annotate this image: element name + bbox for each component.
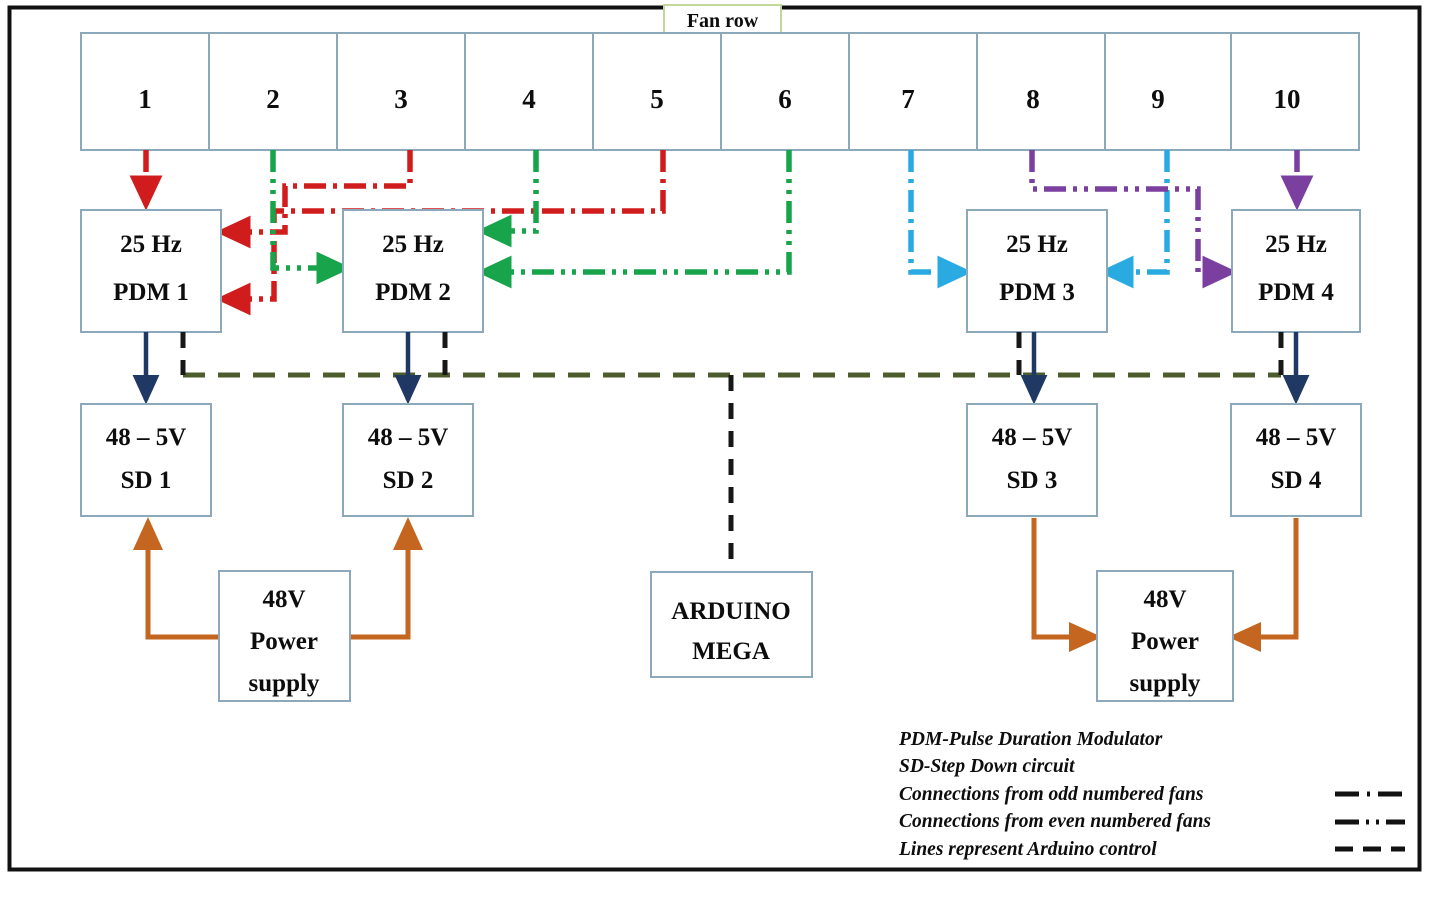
sd-4-line2: SD 4: [1271, 467, 1322, 494]
fan-cell-3[interactable]: 3: [394, 84, 408, 114]
conn-fan8-to-pdm4: [1029, 150, 1238, 289]
power-left-to-sd1: [133, 516, 219, 640]
fan-cell-5[interactable]: 5: [650, 84, 664, 114]
fan-cell-8[interactable]: 8: [1026, 84, 1040, 114]
pdm-4-line2: PDM 4: [1258, 279, 1334, 306]
pdm-4-line1: 25 Hz: [1265, 231, 1327, 258]
power-left-line1: 48V: [262, 586, 305, 613]
even-fan-connections-left: [270, 150, 792, 289]
sd-2-line1: 48 – 5V: [368, 424, 449, 451]
conn-fan6-to-pdm2: [476, 150, 792, 289]
pdm-1-line2: PDM 1: [113, 279, 189, 306]
fan-cell-6[interactable]: 6: [778, 84, 792, 114]
pdm-to-sd-links: [132, 332, 1310, 405]
arduino-mega-block[interactable]: ARDUINO MEGA: [650, 571, 813, 678]
conn-fan4-to-pdm2: [476, 150, 539, 248]
fan-cell-2[interactable]: 2: [266, 84, 280, 114]
power-left-to-sd2: [350, 516, 423, 640]
sd-block-1[interactable]: 48 – 5V SD 1: [80, 403, 212, 517]
conn-fan2-to-pdm2: [270, 150, 352, 285]
fan-cell-1[interactable]: 1: [138, 84, 152, 114]
conn-fan7-to-pdm3: [908, 150, 973, 289]
power-sd3-to-right: [1031, 518, 1103, 652]
pdm-block-3[interactable]: 25 Hz PDM 3: [966, 209, 1108, 333]
arduino-line2: MEGA: [692, 638, 770, 665]
power-right-line1: 48V: [1143, 586, 1186, 613]
legend-row-4-label: Lines represent Arduino control: [898, 839, 1157, 860]
power-left-line3: supply: [249, 670, 320, 697]
fan-row: 1 2 3 4 5 6 7 8 9 10: [80, 32, 1360, 151]
power-right-line3: supply: [1130, 670, 1201, 697]
sd-block-3[interactable]: 48 – 5V SD 3: [966, 403, 1098, 517]
sd-3-line2: SD 3: [1007, 467, 1058, 494]
power-supply-right[interactable]: 48V Power supply: [1096, 570, 1234, 702]
pdm-2-line1: 25 Hz: [382, 231, 444, 258]
conn-fan3-to-pdm1: [215, 150, 413, 249]
sd-2-line2: SD 2: [383, 467, 434, 494]
arduino-line1: ARDUINO: [671, 598, 790, 625]
fan-row-title: Fan row: [687, 10, 759, 32]
fan-cell-10[interactable]: 10: [1274, 84, 1301, 114]
power-wiring-right: [1031, 518, 1299, 652]
legend-row-3-label: Connections from even numbered fans: [899, 811, 1211, 832]
pdm-2-line2: PDM 2: [375, 279, 451, 306]
fan-row-title-box: Fan row: [663, 4, 782, 37]
sd-block-4[interactable]: 48 – 5V SD 4: [1230, 403, 1362, 517]
pdm-block-2[interactable]: 25 Hz PDM 2: [342, 209, 484, 333]
power-wiring-left: [133, 516, 423, 640]
sd-3-line1: 48 – 5V: [992, 424, 1073, 451]
pdm-block-1[interactable]: 25 Hz PDM 1: [80, 209, 222, 333]
legend-row-0-label: PDM-Pulse Duration Modulator: [898, 729, 1163, 750]
legend-row-1-label: SD-Step Down circuit: [899, 756, 1075, 777]
pdm-3-line1: 25 Hz: [1006, 231, 1068, 258]
power-sd4-to-right: [1227, 518, 1299, 652]
pdm-block-4[interactable]: 25 Hz PDM 4: [1231, 209, 1361, 333]
sd-block-2[interactable]: 48 – 5V SD 2: [342, 403, 474, 517]
fan-cell-9[interactable]: 9: [1151, 84, 1165, 114]
arduino-stubs: [180, 332, 1284, 572]
legend-row-2-label: Connections from odd numbered fans: [899, 784, 1203, 805]
even-fan-connections-right: [1029, 150, 1314, 289]
sd-1-line1: 48 – 5V: [106, 424, 187, 451]
pdm-1-line1: 25 Hz: [120, 231, 182, 258]
sd-1-line2: SD 1: [121, 467, 172, 494]
pdm-3-line2: PDM 3: [999, 279, 1075, 306]
conn-fan9-to-pdm3: [1098, 150, 1170, 289]
legend: PDM-Pulse Duration Modulator SD-Step Dow…: [898, 729, 1405, 860]
sd-4-line1: 48 – 5V: [1256, 424, 1337, 451]
power-right-line2: Power: [1131, 628, 1199, 655]
power-supply-left[interactable]: 48V Power supply: [218, 570, 351, 702]
fan-cell-4[interactable]: 4: [522, 84, 536, 114]
power-left-line2: Power: [250, 628, 318, 655]
fan-cell-7[interactable]: 7: [901, 84, 915, 114]
